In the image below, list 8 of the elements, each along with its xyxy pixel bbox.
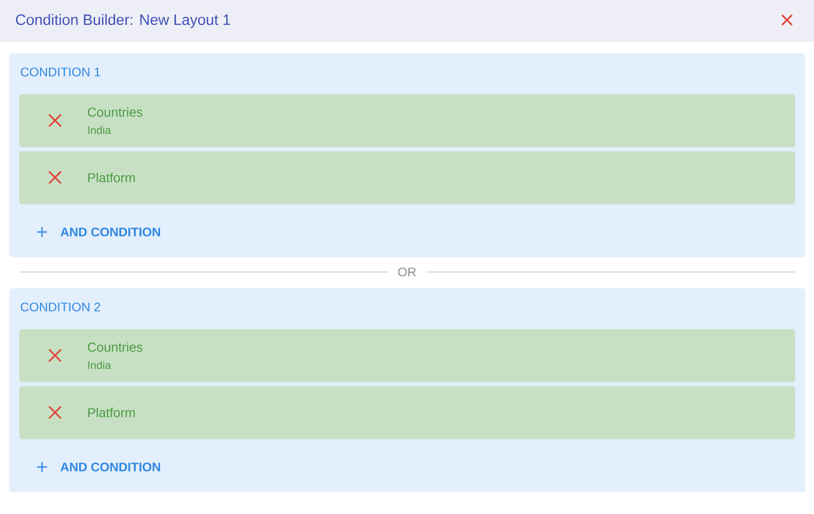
separator-label: OR [398, 268, 416, 276]
add-button: AND CONDITION [36, 461, 160, 473]
rule-row: Platform [19, 151, 796, 204]
add-button: AND CONDITION [36, 226, 160, 238]
dialog-title: Condition Builder: New Layout 1 [16, 14, 230, 28]
rule-row: Platform [19, 386, 796, 440]
rule-row: Countries India [19, 94, 796, 148]
rule-row: Countries India [19, 329, 796, 382]
